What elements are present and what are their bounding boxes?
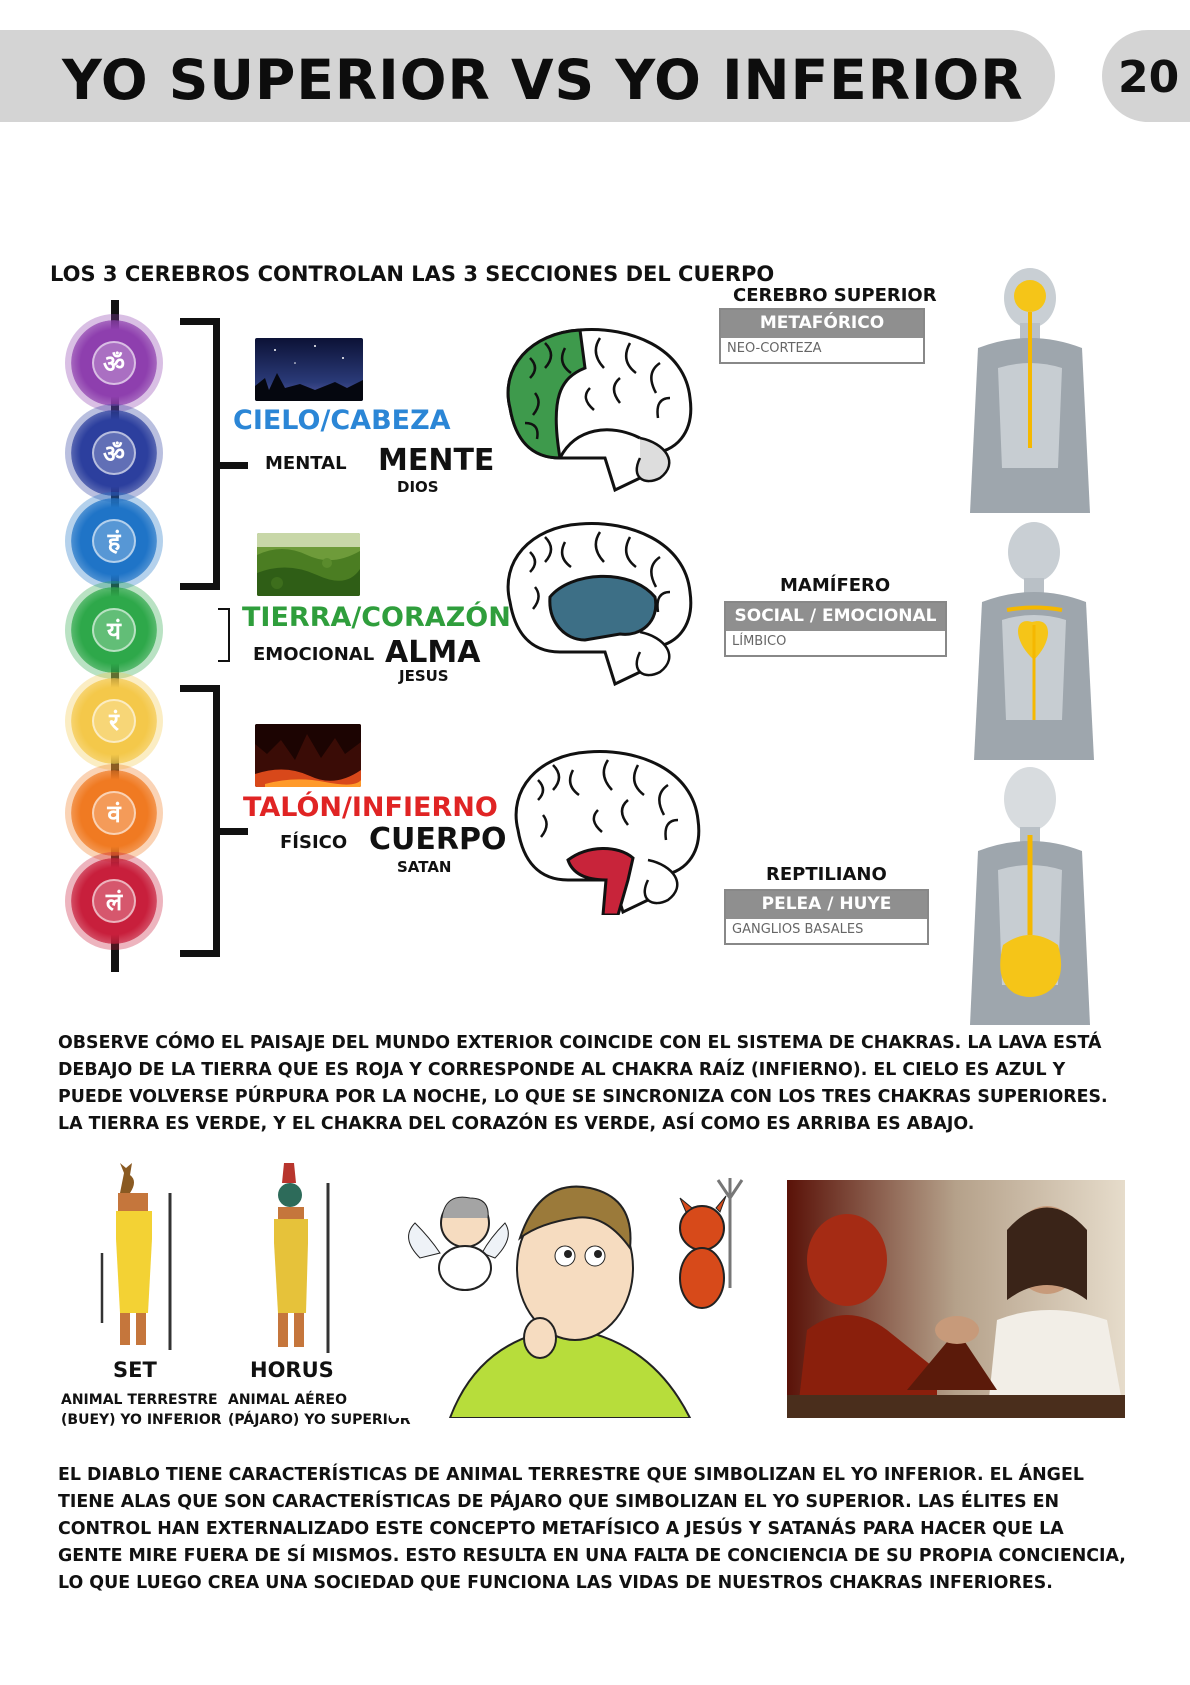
chakra-root-icon: लं	[71, 858, 157, 944]
devil-figure	[679, 1178, 744, 1309]
god-label: DIOS	[397, 478, 439, 496]
chakra-crown-icon: ॐ	[71, 320, 157, 406]
set-god-illustration	[100, 1163, 172, 1350]
reptile-brain-box: PELEA / HUYE GANGLIOS BASALES	[724, 889, 929, 945]
page-number: 20	[1118, 52, 1180, 103]
lava-cave-image	[255, 724, 361, 787]
devil-angel-paragraph: EL DIABLO TIENE CARACTERÍSTICAS DE ANIMA…	[58, 1465, 1126, 1593]
page-title: YO SUPERIOR VS YO INFERIOR	[62, 48, 1024, 112]
horus-name: HORUS	[250, 1358, 334, 1382]
earth-label: TIERRA/CORAZÓN	[242, 602, 511, 633]
mammal-brain-title: MAMÍFERO	[780, 575, 891, 596]
body-gut-highlight-figure	[958, 765, 1101, 1025]
mammal-brain-box: SOCIAL / EMOCIONAL LÍMBICO	[724, 601, 947, 657]
angel-figure	[408, 1196, 509, 1291]
reptile-brain-region: GANGLIOS BASALES	[726, 919, 927, 943]
mind-label: MENTE	[378, 443, 495, 478]
upper-brain-box: METAFÓRICO NEO-CORTEZA	[719, 308, 925, 364]
soul-label: ALMA	[385, 635, 481, 670]
mammal-brain-function: SOCIAL / EMOCIONAL	[726, 603, 945, 631]
lower-bracket	[180, 685, 220, 957]
chakra-heart-icon: यं	[71, 587, 157, 673]
angel-devil-cartoon	[390, 1168, 762, 1418]
reptile-brain-function: PELEA / HUYE	[726, 891, 927, 919]
mental-label: MENTAL	[265, 453, 347, 474]
mammal-brain-region: LÍMBICO	[726, 631, 945, 655]
body-heart-highlight-figure	[962, 520, 1105, 760]
horus-caption-line-2: (PÁJARO) YO SUPERIOR	[228, 1412, 411, 1428]
night-sky-image	[255, 338, 363, 401]
upper-brain-function: METAFÓRICO	[721, 310, 923, 338]
chakra-throat-icon: हं	[71, 498, 157, 584]
landscape-chakra-paragraph: OBSERVE CÓMO EL PAISAJE DEL MUNDO EXTERI…	[58, 1033, 1108, 1134]
neocortex-brain-illustration	[506, 328, 693, 493]
section-subtitle: LOS 3 CEREBROS CONTROLAN LAS 3 SECCIONES…	[50, 262, 775, 286]
lower-bracket-tick	[218, 828, 248, 835]
title-bar	[0, 30, 1055, 122]
jesus-vs-devil-painting	[787, 1180, 1125, 1418]
chakra-solar-plexus-icon: रं	[71, 678, 157, 764]
satan-label: SATAN	[397, 858, 452, 876]
horus-god-illustration	[274, 1163, 330, 1353]
heaven-label: CIELO/CABEZA	[233, 405, 451, 436]
horus-caption-line-1: ANIMAL AÉREO	[228, 1392, 347, 1408]
green-landscape-image	[257, 533, 360, 596]
body-label: CUERPO	[369, 822, 507, 857]
hell-label: TALÓN/INFIERNO	[243, 792, 498, 823]
chakra-sacral-icon: वं	[71, 770, 157, 856]
upper-brain-region: NEO-CORTEZA	[721, 338, 923, 362]
set-name: SET	[113, 1358, 157, 1382]
page-number-badge	[1102, 30, 1190, 122]
limbic-brain-illustration	[506, 522, 693, 687]
chakra-third-eye-icon: ॐ	[71, 410, 157, 496]
middle-bracket	[218, 608, 230, 662]
upper-brain-title: CEREBRO SUPERIOR	[733, 285, 937, 306]
reptile-brain-title: REPTILIANO	[766, 864, 887, 885]
set-caption-line-1: ANIMAL TERRESTRE	[61, 1392, 218, 1408]
emotional-label: EMOCIONAL	[253, 644, 375, 665]
reptilian-brain-illustration	[514, 750, 701, 915]
body-head-highlight-figure	[958, 268, 1101, 513]
set-caption-line-2: (BUEY) YO INFERIOR	[61, 1412, 222, 1428]
jesus-label: JESUS	[399, 667, 449, 685]
physical-label: FÍSICO	[280, 832, 348, 853]
upper-bracket	[180, 318, 220, 590]
upper-bracket-tick	[218, 462, 248, 469]
